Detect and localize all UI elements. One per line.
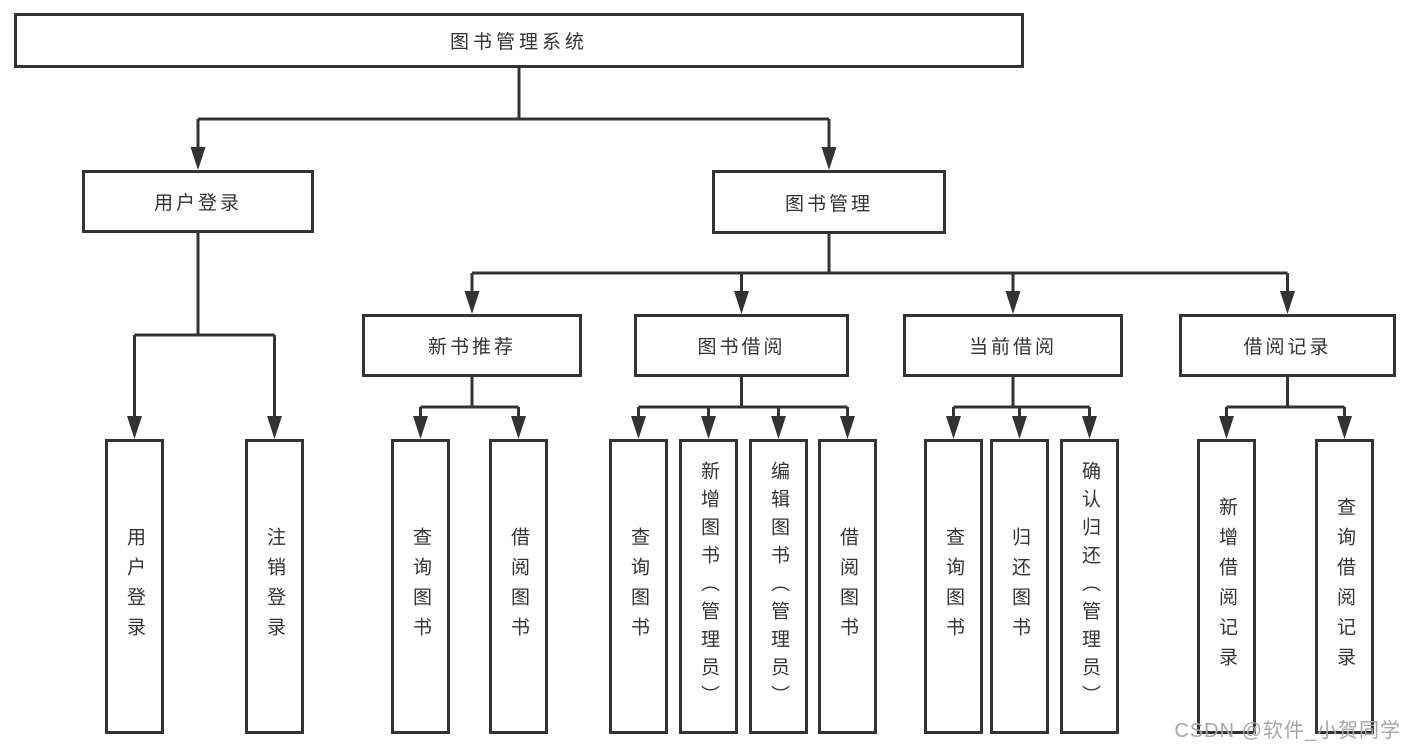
leaf-borrowing-add-books-admin: 新增图书（管理员）: [679, 439, 738, 734]
leaf-recommend-borrow-books: 借阅图书: [489, 439, 548, 734]
leaf-current-query-books: 查询图书: [924, 439, 983, 734]
leaf-recommend-query-books: 查询图书: [391, 439, 450, 734]
leaf-borrowing-query-books: 查询图书: [609, 439, 668, 734]
leaf-borrowing-borrow-books: 借阅图书: [818, 439, 877, 734]
node-library-system: 图书管理系统: [14, 13, 1024, 68]
node-book-borrowing: 图书借阅: [634, 314, 849, 377]
node-borrowing-records: 借阅记录: [1179, 314, 1396, 377]
csdn-watermark: CSDN @软件_小贺同学: [1174, 720, 1401, 742]
leaf-records-add-borrow-record: 新增借阅记录: [1197, 439, 1256, 734]
leaf-current-return-books: 归还图书: [990, 439, 1049, 734]
node-new-book-recommendation: 新书推荐: [362, 314, 582, 377]
leaf-user-login: 用户登录: [105, 439, 164, 734]
leaf-current-confirm-return-admin: 确认归还（管理员）: [1060, 439, 1119, 734]
leaf-logout: 注销登录: [245, 439, 304, 734]
leaf-borrowing-edit-books-admin: 编辑图书（管理员）: [749, 439, 808, 734]
node-current-borrowing: 当前借阅: [903, 314, 1123, 377]
leaf-records-query-borrow-record: 查询借阅记录: [1315, 439, 1374, 734]
node-book-management: 图书管理: [712, 170, 946, 234]
node-user-login: 用户登录: [82, 170, 314, 233]
